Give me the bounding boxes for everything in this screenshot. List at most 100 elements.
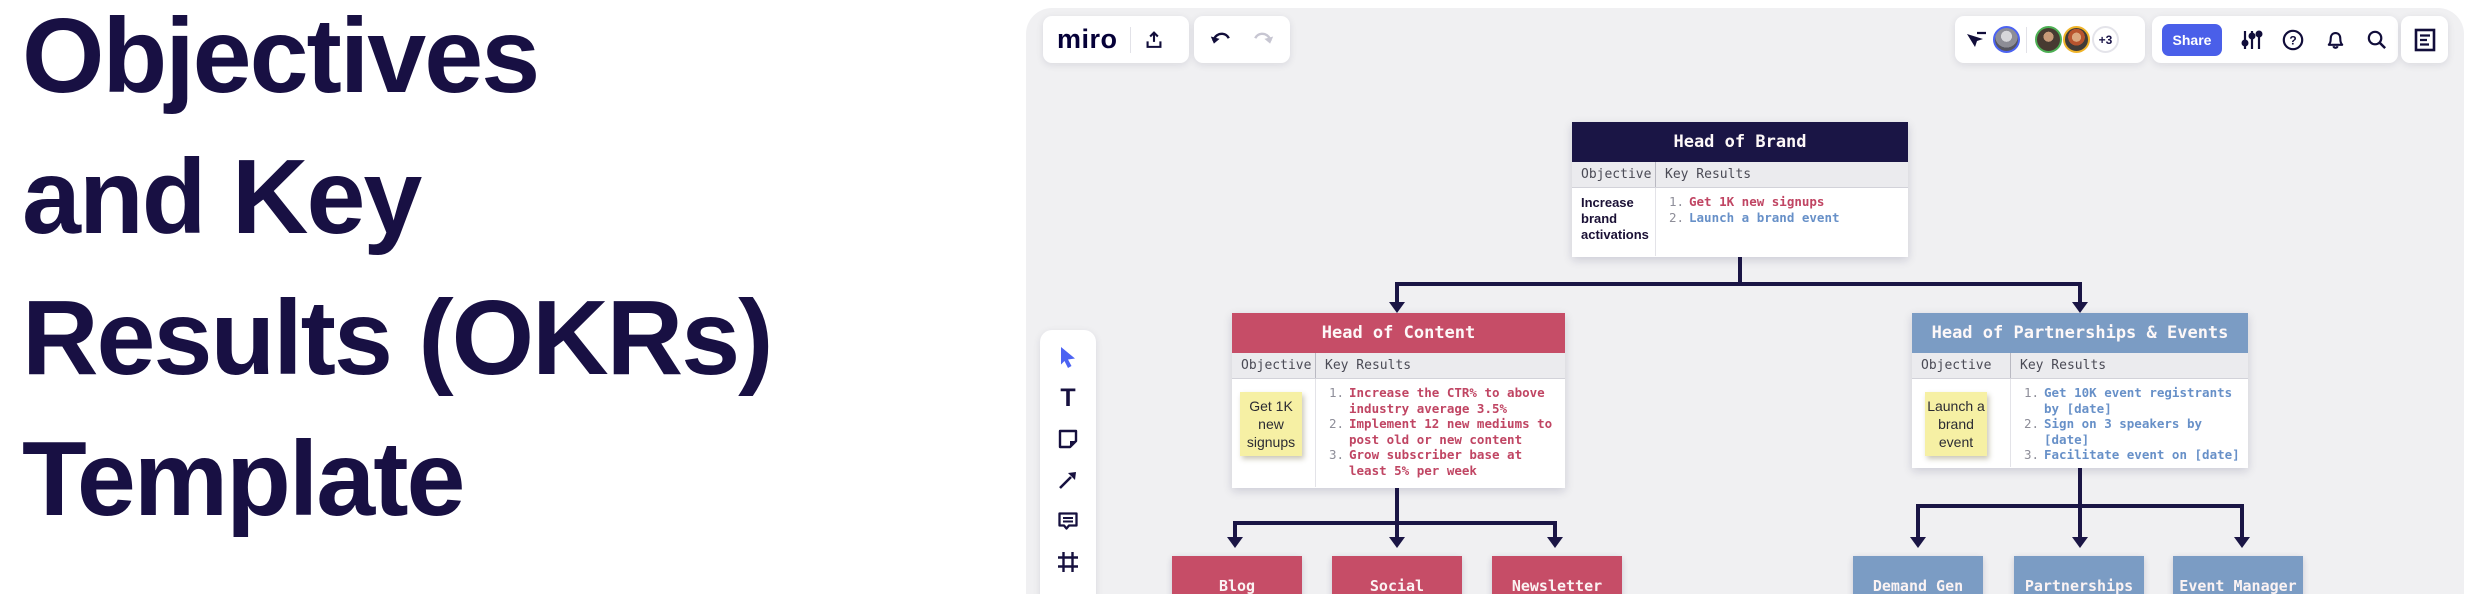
key-result-number: 1. [1668,194,1684,209]
connector-line [1553,521,1557,538]
redo-button[interactable] [1251,29,1275,51]
connector-line [2078,504,2082,538]
okr-table-head-of-partnerships-events[interactable]: Head of Partnerships & Events Objective … [1912,313,2248,468]
connector-line [2078,468,2082,508]
notifications-bell-icon[interactable] [2324,28,2347,52]
key-result-number: 3. [1328,447,1344,462]
settings-sliders-icon[interactable] [2240,28,2263,52]
sticky-note-tool-icon[interactable] [1054,425,1082,453]
table-column-headers: Objective Key Results [1232,353,1565,379]
key-result-text: Get 1K new signups [1689,194,1825,209]
share-button[interactable]: Share [2162,23,2222,56]
key-result-item: 1. Increase the CTR% to above industry a… [1322,385,1561,416]
objective-text: Increase brand activations [1581,195,1649,242]
connector-arrowhead [1389,302,1405,313]
key-result-text: Grow subscriber base at least 5% per wee… [1349,447,1523,478]
table-title: Head of Partnerships & Events [1912,313,2248,353]
connector-arrowhead [1227,537,1243,548]
connector-line [1395,282,2082,286]
connector-line [1233,521,1237,538]
connector-line [1395,282,1399,303]
key-result-number: 3. [2023,447,2039,462]
okr-table-head-of-brand[interactable]: Head of Brand Objective Key Results Incr… [1572,122,1908,257]
sticky-note[interactable]: Launch a brand event [1925,392,1987,456]
key-result-item: 2. Implement 12 new mediums to post old … [1322,416,1561,447]
svg-text:?: ? [2289,33,2296,47]
key-result-item: 3. Grow subscriber base at least 5% per … [1322,447,1561,478]
connector-arrowhead [2072,537,2088,548]
arrow-tool-icon[interactable] [1054,466,1082,494]
connector-line [1395,488,1399,525]
column-header-key-results: Key Results [2020,358,2107,373]
role-box-newsletter[interactable]: Newsletter [1492,556,1622,594]
divider [2026,26,2027,53]
table-title: Head of Content [1232,313,1565,353]
page-title-line: Template [22,420,466,538]
connector-line [1738,257,1742,284]
connector-line [1395,521,1399,538]
connector-arrowhead [1389,537,1405,548]
key-result-item: 2. Sign on 3 speakers by [date] [2017,416,2244,447]
connector-arrowhead [1910,537,1926,548]
collaborators-overflow-badge[interactable]: +3 [2092,26,2119,53]
key-result-number: 1. [1328,385,1344,400]
key-result-text: Facilitate event on [date] [2044,447,2240,462]
undo-button[interactable] [1209,29,1233,51]
key-result-text: Implement 12 new mediums to post old or … [1349,416,1553,447]
page-title-line: Results (OKRs) [22,279,773,397]
miro-logo: miro [1057,24,1118,54]
comment-tool-icon[interactable] [1054,507,1082,535]
key-result-text: Get 10K event registrants by [date] [2044,385,2233,416]
miro-board[interactable]: miro +3 Share [1026,8,2464,594]
role-box-partnerships[interactable]: Partnerships [2014,556,2144,594]
creation-toolbar: T [1040,330,1096,594]
frame-tool-icon[interactable] [1054,548,1082,576]
avatar[interactable] [1993,26,2020,53]
sticky-note[interactable]: Get 1K new signups [1240,392,1302,456]
share-panel: Share ? [2152,16,2398,63]
notes-panel [2401,16,2448,63]
key-result-number: 1. [2023,385,2039,400]
role-box-blog[interactable]: Blog [1172,556,1302,594]
page-title-line: and Key [22,138,422,256]
history-panel [1194,16,1290,63]
okr-table-head-of-content[interactable]: Head of Content Objective Key Results Ge… [1232,313,1565,488]
page-title: Objectives and Key Results (OKRs) Templa… [22,0,1012,550]
export-board-button[interactable] [1143,29,1165,51]
connector-arrowhead [1547,537,1563,548]
column-header-objective: Objective [1232,353,1316,378]
select-tool-icon[interactable] [1054,343,1082,371]
key-results-list: 1. Get 10K event registrants by [date] 2… [2011,379,2248,467]
connector-arrowhead [2234,537,2250,548]
column-header-objective: Objective [1572,162,1656,187]
role-box-demand-gen[interactable]: Demand Gen [1853,556,1983,594]
table-column-headers: Objective Key Results [1572,162,1908,188]
role-box-event-manager[interactable]: Event Manager [2173,556,2303,594]
connector-line [1916,504,1920,538]
column-header-key-results: Key Results [1665,167,1752,182]
help-icon[interactable]: ? [2281,28,2305,52]
search-icon[interactable] [2365,28,2388,51]
avatar[interactable] [2035,26,2062,53]
table-column-headers: Objective Key Results [1912,353,2248,379]
key-result-item: 2. Launch a brand event [1662,210,1840,226]
key-result-item: 1. Get 10K event registrants by [date] [2017,385,2244,416]
table-title: Head of Brand [1572,122,1908,162]
column-header-objective: Objective [1912,353,2011,378]
connector-arrowhead [2072,302,2088,313]
page-title-line: Objectives [22,0,540,115]
collaborator-cursors-icon[interactable] [1965,30,1987,50]
avatar[interactable] [2063,26,2090,53]
divider [1129,26,1131,53]
key-result-text: Launch a brand event [1689,209,1840,225]
template-notes-icon[interactable] [2413,27,2437,53]
role-box-social[interactable]: Social [1332,556,1462,594]
key-result-text: Increase the CTR% to above industry aver… [1349,385,1545,416]
text-tool-icon[interactable]: T [1060,383,1076,412]
key-result-item: 3. Facilitate event on [date] [2017,447,2244,463]
connector-line [2078,282,2082,303]
key-result-number: 2. [1668,209,1684,225]
key-result-number: 2. [1328,416,1344,431]
collaborators-panel: +3 [1955,16,2145,63]
